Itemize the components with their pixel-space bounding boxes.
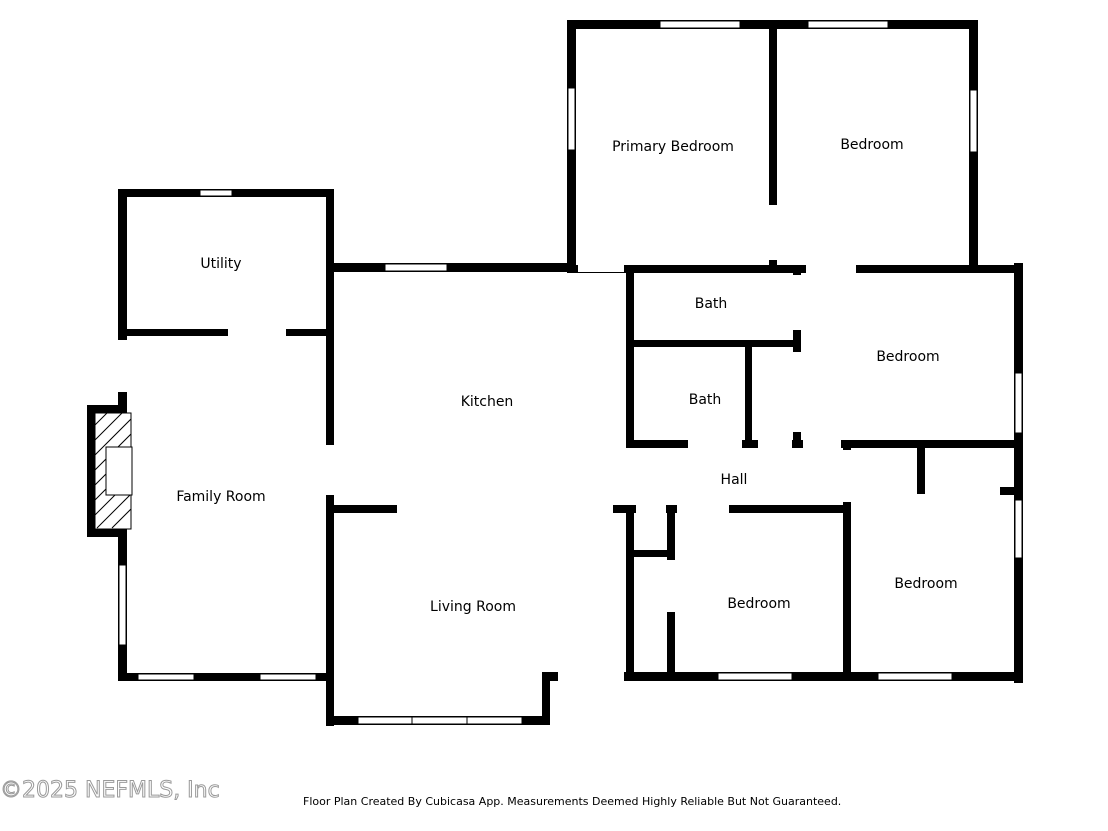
label-kitchen: Kitchen bbox=[461, 394, 514, 410]
label-primary-bedroom: Primary Bedroom bbox=[612, 139, 734, 155]
label-bedroom-southeast: Bedroom bbox=[894, 576, 957, 592]
label-living-room: Living Room bbox=[430, 599, 516, 615]
fireplace bbox=[94, 412, 133, 530]
label-bedroom-center: Bedroom bbox=[727, 596, 790, 612]
label-bedroom-top-right: Bedroom bbox=[840, 137, 903, 153]
walls bbox=[87, 20, 1023, 726]
label-utility: Utility bbox=[200, 256, 241, 272]
copyright-watermark: ©2025 NEFMLS, Inc bbox=[0, 778, 220, 804]
label-hall: Hall bbox=[721, 472, 748, 488]
label-bath-upper: Bath bbox=[695, 296, 728, 312]
doors bbox=[118, 205, 1000, 681]
footer-disclaimer: Floor Plan Created By Cubicasa App. Meas… bbox=[303, 795, 842, 808]
label-bedroom-east: Bedroom bbox=[876, 349, 939, 365]
label-bath-lower: Bath bbox=[689, 392, 722, 408]
label-family-room: Family Room bbox=[176, 489, 265, 505]
room-labels: Utility Family Room Kitchen Living Room … bbox=[176, 137, 957, 615]
windows bbox=[118, 20, 1023, 725]
